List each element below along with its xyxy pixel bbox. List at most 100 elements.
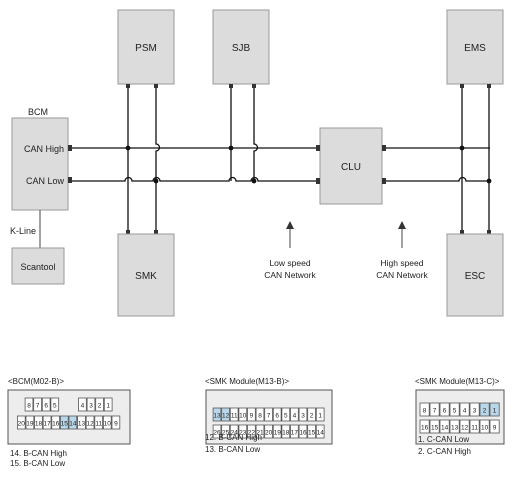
smk-m13c-title: <SMK Module(M13-C)>	[415, 377, 500, 386]
high-speed-annotation: High speed CAN Network	[376, 221, 428, 280]
connector-pin-number: 18	[35, 421, 43, 428]
connector-pin-number: 19	[26, 421, 34, 428]
connector-pin-number: 22	[248, 430, 256, 437]
can-wiring	[72, 88, 492, 230]
connector-pin	[16, 415, 26, 430]
high-speed-line2: CAN Network	[376, 270, 428, 280]
connector-pin-number: 3	[473, 408, 477, 415]
connector-pin-number: 20	[265, 430, 273, 437]
connector-pin	[281, 424, 291, 439]
connector-pin-number: 11	[471, 425, 478, 432]
connector-pin-number: 23	[239, 430, 247, 437]
connector-pin-number: 14	[441, 425, 449, 432]
connector-pin	[272, 424, 282, 439]
connector-pin-number: 9	[114, 421, 118, 428]
connector-pin-number: 18	[282, 430, 290, 437]
connector-pin-number: 10	[481, 425, 489, 432]
connector-pin	[439, 402, 450, 417]
connector-pin	[264, 424, 273, 439]
connector-pin-number: 14	[317, 430, 325, 437]
connector-pin-number: 13	[451, 425, 459, 432]
connector-pin	[50, 397, 60, 412]
bcm-note-1: 14. B-CAN High	[10, 449, 67, 458]
connector-pin-number: 4	[293, 413, 297, 420]
connector-pin	[94, 415, 104, 430]
kline-label: K-Line	[10, 226, 36, 236]
connector-pin	[221, 424, 230, 439]
scantool-module: K-Line Scantool	[10, 210, 65, 285]
connector-pin	[315, 407, 325, 422]
ems-label: EMS	[464, 43, 486, 54]
high-speed-line1: High speed	[380, 258, 423, 268]
connector-pin-number: 12	[86, 421, 94, 428]
connector-pin	[24, 397, 34, 412]
connector-pin	[459, 402, 470, 417]
connector-pin-number: 9	[250, 413, 254, 420]
connector-pin	[212, 407, 222, 422]
connector-pin-number: 8	[27, 403, 31, 410]
bcm-connector-title: <BCM(M02-B)>	[8, 377, 64, 386]
connector-pin-number: 8	[423, 408, 427, 415]
connector-pin-number: 2	[310, 413, 314, 420]
connector-pin-number: 1	[318, 413, 322, 420]
connector-pin	[459, 419, 470, 434]
sjb-label: SJB	[232, 43, 251, 54]
connector-pin	[41, 397, 51, 412]
connector-pin	[429, 419, 440, 434]
connector-pin-number: 16	[421, 425, 429, 432]
connector-pin	[111, 415, 121, 430]
connector-pin	[103, 415, 112, 430]
connector-pin	[255, 424, 265, 439]
connector-pin	[85, 415, 95, 430]
connector-pin	[60, 415, 69, 430]
connector-pin-number: 8	[258, 413, 262, 420]
connector-pin	[86, 397, 96, 412]
connector-pin	[419, 402, 430, 417]
connector-pin-number: 13	[78, 421, 86, 428]
low-speed-line2: CAN Network	[264, 270, 316, 280]
connector-pin-number: 19	[274, 430, 282, 437]
connector-pin	[429, 402, 440, 417]
connector-pin	[229, 407, 239, 422]
connector-pin-number: 20	[18, 421, 26, 428]
connector-pin	[103, 397, 113, 412]
connector-pin-number: 15	[308, 430, 316, 437]
smk-m13c-note-1: 1. C-CAN Low	[418, 435, 469, 444]
connector-pin	[212, 424, 222, 439]
connector-pin	[272, 407, 282, 422]
connector-pin	[229, 424, 239, 439]
connector-pin-number: 17	[291, 430, 299, 437]
smk-label: SMK	[135, 271, 157, 282]
esc-label: ESC	[465, 271, 486, 282]
connector-pin	[298, 424, 308, 439]
smk-m13b-title: <SMK Module(M13-B)>	[205, 377, 289, 386]
connector-pin-number: 4	[81, 403, 85, 410]
connector-pin	[290, 424, 299, 439]
connector-pin	[439, 419, 450, 434]
connector-pin-number: 5	[53, 403, 57, 410]
connector-pin	[78, 397, 87, 412]
connector-pin-number: 1	[493, 408, 497, 415]
connector-pin	[449, 402, 460, 417]
connector-pin	[298, 407, 308, 422]
connector-pin-number: 6	[275, 413, 279, 420]
connector-pin	[489, 419, 500, 434]
clu-module: CLU	[316, 127, 386, 205]
connector-pin-number: 11	[231, 413, 238, 420]
connector-pin-number: 2	[483, 408, 487, 415]
connector-pin-number: 6	[443, 408, 447, 415]
connector-pin-number: 10	[239, 413, 247, 420]
bcm-title: BCM	[28, 107, 48, 117]
connector-pin-number: 2	[98, 403, 102, 410]
bcm-can-high-label: CAN High	[24, 144, 64, 154]
connector-pin	[95, 397, 104, 412]
low-speed-line1: Low speed	[269, 258, 310, 268]
connector-pin-number: 7	[36, 403, 40, 410]
connector-pin	[238, 407, 248, 422]
connector-pin	[307, 407, 316, 422]
connector-pin-number: 7	[267, 413, 271, 420]
connector-pin	[479, 402, 490, 417]
connector-pin-number: 11	[95, 421, 102, 428]
connector-pin-number: 4	[463, 408, 467, 415]
